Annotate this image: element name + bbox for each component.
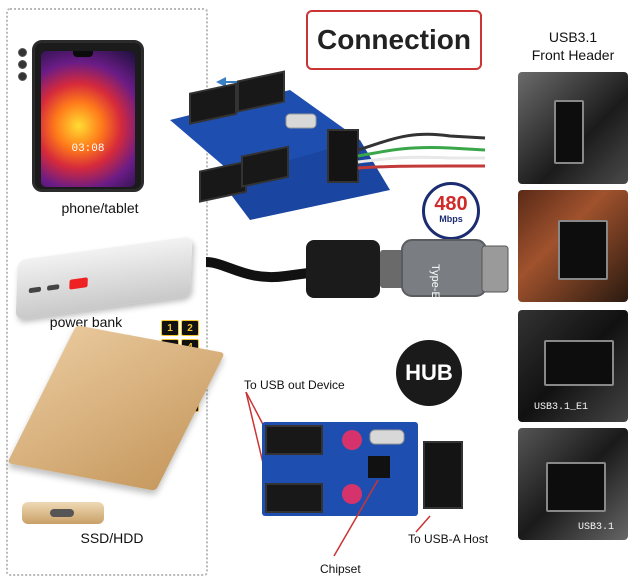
hub-board-top-image: [170, 70, 486, 220]
right-header-line1: USB3.1: [548, 29, 598, 45]
hub-board-bottom-image: [245, 392, 463, 557]
usb-port-icon: [28, 286, 42, 294]
usb-header-socket: [241, 145, 289, 188]
cable-adapter-image: Type-E USB: [206, 239, 509, 314]
title-box: Connection: [306, 10, 482, 70]
hub-logo: HUB: [396, 340, 462, 406]
capacitor: [342, 430, 362, 450]
header-socket: [544, 340, 614, 386]
cable-red: [357, 164, 485, 170]
page-title: Connection: [317, 24, 471, 55]
usb-header-socket: [189, 82, 237, 125]
phone-time: 03:08: [71, 143, 105, 155]
capacitor: [342, 484, 362, 504]
right-header: USB3.1 Front Header: [518, 28, 628, 64]
motherboard-photo: USB3.1_E1: [518, 310, 628, 422]
phone-notch: [73, 51, 93, 57]
arrow-left-icon: [216, 77, 226, 87]
usb-c-port-icon: [50, 509, 74, 517]
camera-icon: [18, 72, 27, 81]
phone-image: 03:08: [32, 40, 144, 192]
board-silkscreen: USB3.1_E1: [534, 402, 589, 413]
cable-black: [357, 132, 486, 152]
type-e-plug: [481, 245, 509, 293]
display-icon: [69, 277, 88, 290]
pin-number: 1: [161, 320, 179, 336]
powerbank-label: power bank: [49, 314, 123, 330]
crystal-oscillator: [369, 429, 405, 445]
speed-unit: Mbps: [439, 214, 463, 224]
right-header-line2: Front Header: [531, 47, 615, 63]
ssd-label: SSD/HDD: [80, 530, 144, 546]
speed-value: 480: [434, 193, 468, 215]
type-e-adapter: [401, 239, 487, 297]
usb-plug-metal: [380, 250, 406, 288]
usb-a-header: [327, 129, 359, 183]
annotation-usb-out: To USB out Device: [244, 378, 345, 392]
adapter-text: Type-E USB: [429, 264, 441, 314]
ssd-side-image: [22, 502, 104, 524]
cable-green: [357, 145, 486, 158]
phone-screen: [41, 51, 135, 187]
pin-number: 2: [181, 320, 199, 336]
annotation-line: [333, 479, 379, 557]
speed-badge: 480 Mbps: [422, 182, 480, 240]
usb-cable: [206, 257, 317, 283]
header-socket: [558, 220, 608, 280]
usb-header-socket: [237, 70, 285, 113]
phone-label: phone/tablet: [61, 200, 139, 216]
cable-white: [357, 155, 485, 164]
annotation-line: [415, 515, 431, 533]
board-silkscreen: USB3.1: [578, 522, 615, 533]
header-socket: [554, 100, 584, 164]
chipset-ic: [368, 456, 390, 478]
motherboard-photo: USB3.1: [518, 428, 628, 540]
crystal-oscillator: [285, 113, 317, 129]
device-panel: [6, 8, 208, 576]
annotation-usb-a-host: To USB-A Host: [408, 532, 489, 546]
motherboard-photo: [518, 72, 628, 184]
camera-icon: [18, 60, 27, 69]
usb-plug-housing: [306, 240, 380, 298]
usb-header-socket: [265, 483, 323, 513]
usb-port-icon: [46, 284, 60, 291]
usb-a-header: [423, 441, 463, 509]
camera-icon: [18, 48, 27, 57]
annotation-chipset: Chipset: [320, 562, 361, 576]
usb-header-socket: [265, 425, 323, 455]
header-socket: [546, 462, 606, 512]
motherboard-photo: [518, 190, 628, 302]
